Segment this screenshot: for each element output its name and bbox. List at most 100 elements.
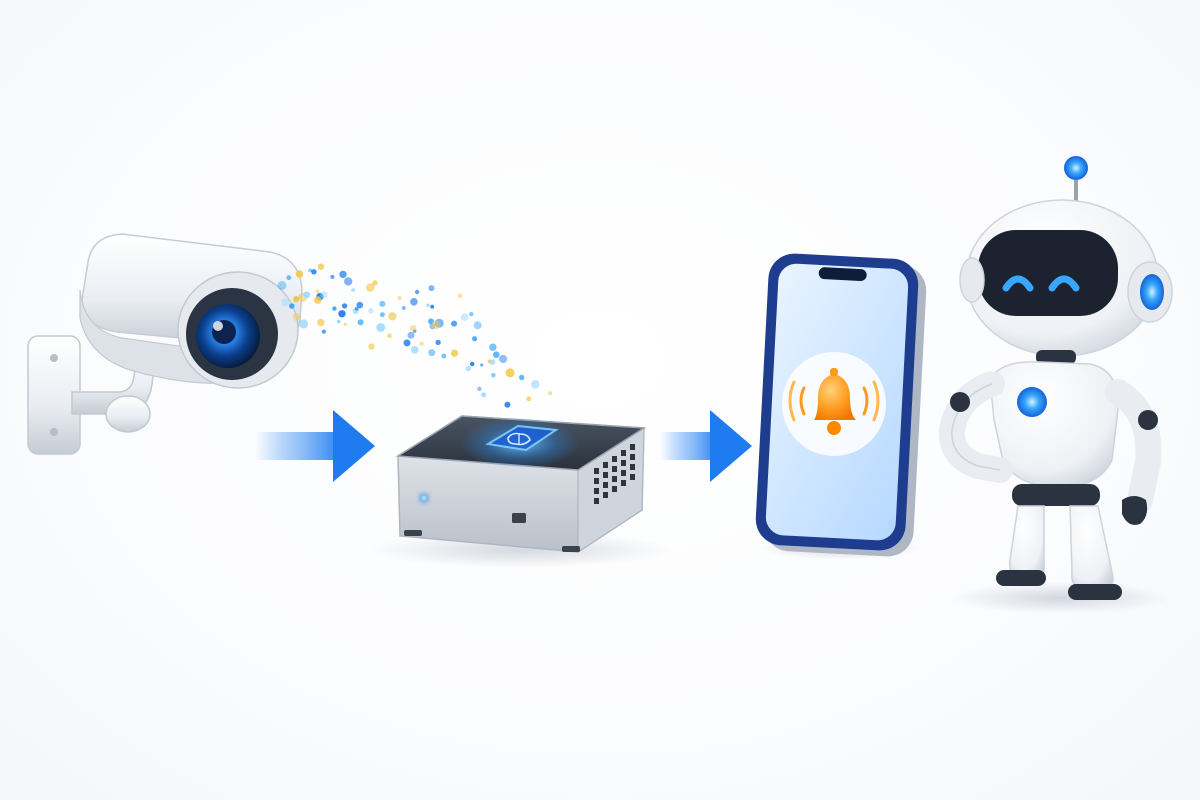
vent-grille [594, 444, 635, 504]
data-particle [450, 349, 459, 357]
data-particle [412, 329, 417, 333]
data-particle [376, 323, 386, 332]
data-particle [341, 303, 348, 309]
data-particle [414, 289, 420, 295]
data-particle [489, 359, 496, 365]
data-particle [504, 401, 511, 408]
data-particle [380, 312, 385, 317]
data-particle [372, 280, 378, 286]
data-particle [505, 368, 515, 378]
smartphone [755, 253, 927, 560]
data-stream-particles [277, 263, 553, 444]
data-particle [548, 391, 553, 396]
notification-bell-icon [788, 368, 880, 435]
data-particle [426, 303, 430, 307]
data-particle [289, 303, 295, 309]
data-particle [317, 318, 325, 327]
data-particle [401, 306, 406, 310]
data-particle [407, 331, 415, 339]
data-particle [313, 296, 322, 304]
data-particle [295, 270, 304, 278]
data-particle [339, 270, 347, 279]
data-particle [431, 320, 441, 330]
data-particle [315, 289, 320, 294]
vent-slot [612, 486, 617, 492]
data-particle [330, 274, 335, 279]
vent-slot [621, 450, 626, 456]
arrow-right-icon [660, 410, 752, 482]
data-particle [303, 291, 311, 299]
data-particle [336, 319, 341, 324]
data-particle [477, 386, 482, 392]
data-particle [351, 288, 356, 293]
data-particle [286, 275, 292, 281]
data-particle [480, 363, 484, 367]
data-particle [397, 295, 402, 301]
data-particle [308, 268, 313, 273]
vent-slot [612, 456, 617, 462]
data-particle [357, 319, 364, 326]
vent-slot [630, 474, 635, 480]
data-particle [419, 341, 424, 346]
vent-slot [621, 470, 626, 476]
data-particle [469, 311, 474, 317]
data-particle [531, 380, 540, 389]
data-particle [299, 319, 309, 329]
vent-slot [621, 460, 626, 466]
data-particle [368, 343, 375, 350]
data-particle [409, 324, 417, 332]
data-particle [428, 285, 435, 292]
data-particle [489, 343, 497, 351]
data-particle [526, 396, 532, 402]
security-camera-icon [27, 233, 303, 455]
vent-slot [621, 480, 626, 486]
data-particle [311, 269, 317, 275]
data-particle [472, 336, 478, 342]
data-particle [356, 301, 364, 309]
vent-slot [603, 472, 608, 478]
vent-slot [603, 482, 608, 488]
arrow-right-icon [255, 410, 375, 482]
data-particle [354, 306, 359, 311]
data-particle [321, 329, 326, 334]
ai-edge-device [370, 415, 670, 568]
data-particle [441, 353, 447, 359]
data-particle [470, 361, 475, 367]
vent-slot [594, 498, 599, 504]
data-particle [410, 298, 418, 306]
data-particle [292, 312, 301, 322]
data-particle [344, 277, 353, 286]
data-particle [465, 365, 472, 372]
data-particle [519, 374, 525, 381]
vent-slot [594, 488, 599, 494]
vent-slot [594, 478, 599, 484]
vent-slot [630, 454, 635, 460]
data-particle [403, 339, 411, 347]
data-particle [388, 312, 397, 321]
data-particle [428, 349, 436, 357]
data-particle [451, 320, 458, 327]
vent-slot [603, 492, 608, 498]
data-particle [473, 321, 482, 330]
vent-slot [630, 444, 635, 450]
data-particle [491, 373, 496, 378]
vent-slot [612, 466, 617, 472]
vent-slot [594, 468, 599, 474]
vent-slot [630, 464, 635, 470]
data-particle [343, 322, 347, 326]
data-particle [493, 351, 500, 359]
data-particle [332, 306, 337, 311]
data-particle [317, 263, 325, 270]
robot-assistant-icon [938, 156, 1173, 614]
data-particle [338, 310, 346, 318]
data-particle [366, 283, 375, 292]
data-particle [481, 392, 486, 398]
data-particle [499, 354, 508, 364]
data-particle [379, 300, 386, 307]
vent-slot [603, 462, 608, 468]
data-particle [457, 293, 463, 299]
vent-slot [612, 476, 617, 482]
data-particle [435, 339, 441, 346]
